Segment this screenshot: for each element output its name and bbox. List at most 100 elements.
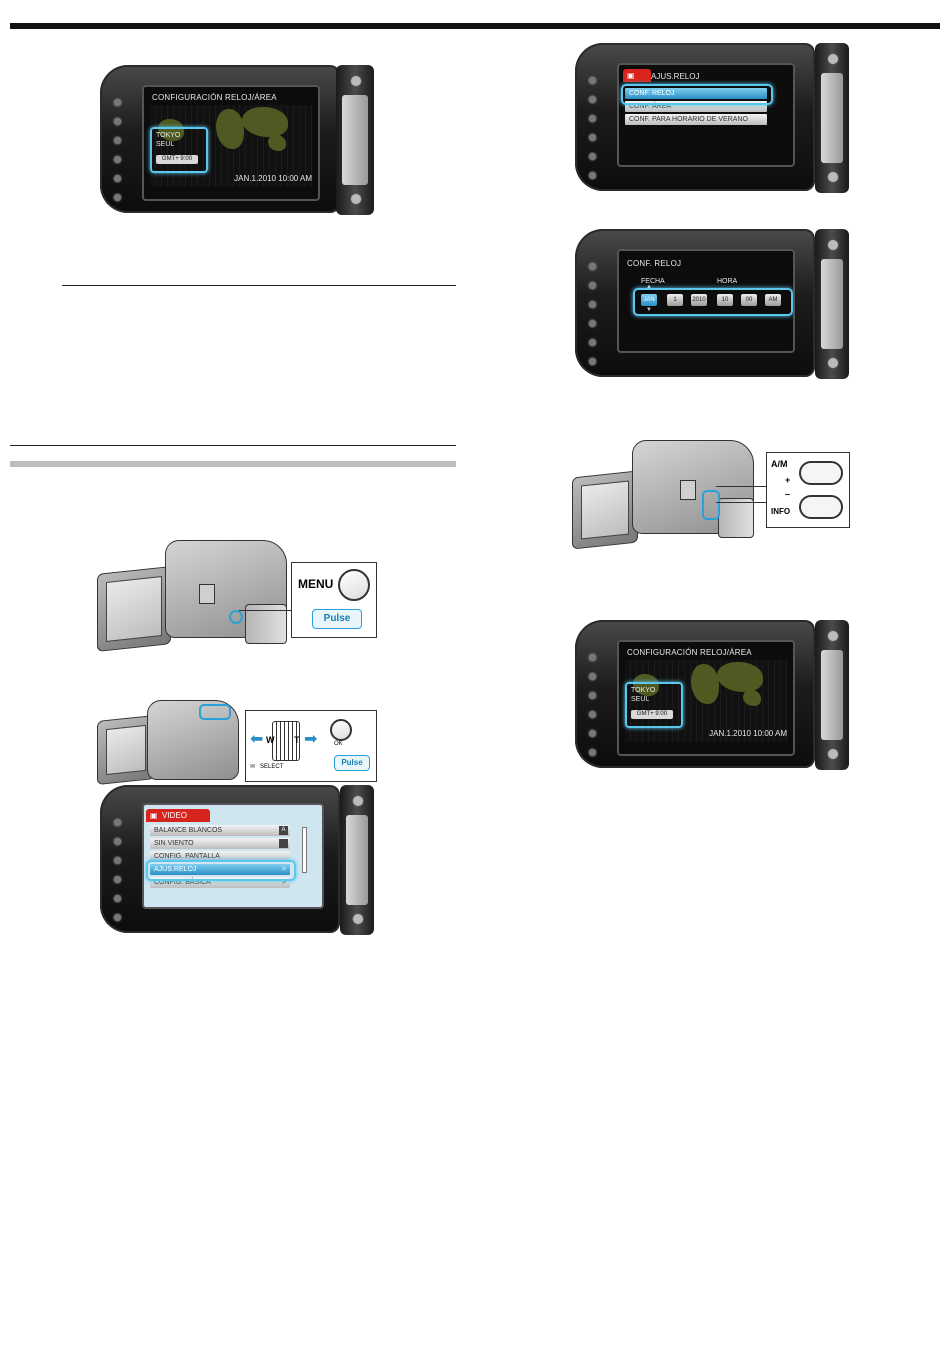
lcd-hinge bbox=[815, 229, 849, 379]
minus-label: – bbox=[785, 489, 791, 499]
world-map bbox=[150, 105, 312, 187]
city-name: SEUL bbox=[156, 141, 175, 148]
side-buttons-callout: A/M + – INFO bbox=[766, 452, 850, 528]
city-list: TOKYO SEUL bbox=[156, 131, 180, 149]
lcd-hinge bbox=[340, 785, 374, 935]
button-highlight[interactable] bbox=[702, 490, 720, 520]
menu-item-ajus-reloj[interactable]: AJUS.RELOJ > bbox=[150, 864, 290, 875]
lcd-hinge bbox=[815, 620, 849, 770]
menu-button[interactable] bbox=[338, 569, 370, 601]
zoom-lever-highlight[interactable] bbox=[199, 704, 231, 720]
menu-item-sin-viento[interactable]: SIN VIENTO bbox=[150, 838, 290, 849]
selection-frame bbox=[146, 860, 296, 881]
city-list: TOKYO SEUL bbox=[631, 686, 655, 704]
camcorder-side-buttons: A/M + – INFO bbox=[570, 440, 850, 550]
menu-item-conf-area[interactable]: CONF. ÁREA bbox=[625, 101, 767, 112]
info-button[interactable] bbox=[799, 495, 843, 519]
camcorder-body bbox=[147, 700, 239, 780]
camcorder-grip bbox=[718, 498, 754, 538]
tele-label: T bbox=[294, 735, 300, 745]
month-field[interactable]: JAN bbox=[641, 294, 657, 306]
plus-label: + bbox=[785, 475, 791, 485]
field-row-frame bbox=[633, 288, 793, 316]
ampm-field[interactable]: AM bbox=[765, 294, 781, 306]
lcd-clock-menu: ▣ AJUS.RELOJ CONF. RELOJ CONF. ÁREA CONF… bbox=[575, 43, 850, 193]
chevron-right-icon: > bbox=[281, 866, 286, 873]
menu-item-label: CONFIG. BÁSICA bbox=[154, 879, 211, 886]
date-time: JAN.1.2010 10:00 AM bbox=[234, 174, 312, 183]
arrow-right-icon: ➡ bbox=[304, 731, 318, 748]
city-name: TOKYO bbox=[156, 132, 181, 139]
speaker-icon bbox=[199, 584, 215, 604]
minute-field[interactable]: 00 bbox=[741, 294, 757, 306]
lcd-hinge bbox=[336, 65, 374, 215]
menu-callout: MENU Pulse bbox=[291, 562, 377, 638]
city-selector[interactable] bbox=[625, 682, 683, 728]
note-rule-bottom bbox=[10, 445, 456, 446]
camcorder-menu-button: MENU Pulse bbox=[95, 540, 377, 652]
screen-title: CONF. RELOJ bbox=[627, 259, 682, 268]
ok-label: OK bbox=[334, 741, 343, 747]
lcd-world-clock-1: CONFIGURACIÓN RELOJ/ÁREA TOKYO SEUL GMT+… bbox=[100, 65, 375, 215]
auto-badge: A bbox=[279, 826, 288, 835]
menu-item-label: AJUS.RELOJ bbox=[154, 866, 197, 873]
am-mode-label: A/M bbox=[771, 459, 788, 469]
city-name: TOKYO bbox=[631, 687, 656, 694]
menu-item-conf-reloj[interactable]: CONF. RELOJ bbox=[625, 88, 767, 99]
menu-item-label: BALANCE BLANCOS bbox=[154, 827, 223, 834]
menu-header: AJUS.RELOJ bbox=[651, 72, 700, 81]
city-selector[interactable] bbox=[150, 127, 208, 173]
video-menu-screen: ▣ VIDEO BALANCE BLANCOS A SIN VIENTO CONF… bbox=[142, 803, 324, 909]
video-menu-header: ▣ VIDEO bbox=[146, 809, 210, 822]
date-time: JAN.1.2010 10:00 AM bbox=[709, 729, 787, 738]
world-clock-screen: CONFIGURACIÓN RELOJ/ÁREA TOKYO SEUL GMT+… bbox=[142, 85, 320, 201]
menu-label: MENU bbox=[298, 577, 334, 591]
hour-field[interactable]: 10 bbox=[717, 294, 733, 306]
callout-line bbox=[716, 486, 770, 487]
clock-set-screen: CONF. RELOJ FECHA HORA JAN 1 2010 10 00 … bbox=[617, 249, 795, 353]
section-rule bbox=[10, 461, 456, 467]
mail-icon: ✉ bbox=[250, 764, 256, 770]
camcorder-zoom-lever: W T ⬅ ➡ ✉ SELECT OK Pulse bbox=[95, 700, 377, 786]
header-rule bbox=[10, 23, 940, 29]
info-label: INFO bbox=[771, 507, 791, 516]
arrow-down-icon: ▼ bbox=[646, 307, 652, 313]
zoom-lever[interactable] bbox=[272, 721, 300, 761]
world-clock-screen: CONFIGURACIÓN RELOJ/ÁREA TOKYO SEUL GMT+… bbox=[617, 640, 795, 756]
gmt-offset: GMT+ 9:00 bbox=[156, 155, 198, 164]
date-label: FECHA bbox=[641, 278, 665, 285]
menu-item-label: CONFIG. PANTALLA bbox=[154, 853, 220, 860]
zoom-callout: W T ⬅ ➡ ✉ SELECT OK Pulse bbox=[245, 710, 377, 782]
chevron-right-icon: > bbox=[281, 879, 286, 886]
arrow-up-icon: ▲ bbox=[646, 284, 652, 290]
clock-menu-screen: ▣ AJUS.RELOJ CONF. RELOJ CONF. ÁREA CONF… bbox=[617, 63, 795, 167]
am-mode-button[interactable] bbox=[799, 461, 843, 485]
lcd-world-clock-2: CONFIGURACIÓN RELOJ/ÁREA TOKYO SEUL GMT+… bbox=[575, 620, 850, 770]
year-field[interactable]: 2010 bbox=[691, 294, 707, 306]
world-map bbox=[625, 660, 787, 742]
menu-item-balance-blancos[interactable]: BALANCE BLANCOS A bbox=[150, 825, 290, 836]
ok-button[interactable] bbox=[330, 719, 352, 741]
time-label: HORA bbox=[717, 278, 738, 285]
menu-button-highlight[interactable] bbox=[229, 610, 243, 624]
camera-icon: ▣ bbox=[623, 69, 651, 82]
menu-header-text: VIDEO bbox=[162, 811, 187, 820]
menu-item-label: SIN VIENTO bbox=[154, 840, 194, 847]
city-name: SEUL bbox=[631, 696, 650, 703]
screen-title: CONFIGURACIÓN RELOJ/ÁREA bbox=[152, 93, 277, 102]
off-badge bbox=[279, 839, 288, 848]
menu-item-config-basica[interactable]: CONFIG. BÁSICA > bbox=[150, 877, 290, 888]
camcorder-lcd bbox=[97, 566, 171, 652]
scrollbar[interactable] bbox=[302, 827, 307, 873]
pulse-badge: Pulse bbox=[334, 755, 370, 771]
arrow-left-icon: ⬅ bbox=[250, 731, 264, 748]
note-rule-top bbox=[62, 285, 456, 286]
pulse-badge: Pulse bbox=[312, 609, 362, 629]
lcd-video-menu: ▣ VIDEO BALANCE BLANCOS A SIN VIENTO CONF… bbox=[100, 785, 375, 935]
day-field[interactable]: 1 bbox=[667, 294, 683, 306]
menu-item-config-pantalla[interactable]: CONFIG. PANTALLA bbox=[150, 851, 290, 862]
menu-item-horario-verano[interactable]: CONF. PARA HORARIO DE VERANO bbox=[625, 114, 767, 125]
callout-line bbox=[716, 502, 770, 503]
select-label: SELECT bbox=[260, 764, 284, 770]
wide-label: W bbox=[266, 735, 275, 745]
